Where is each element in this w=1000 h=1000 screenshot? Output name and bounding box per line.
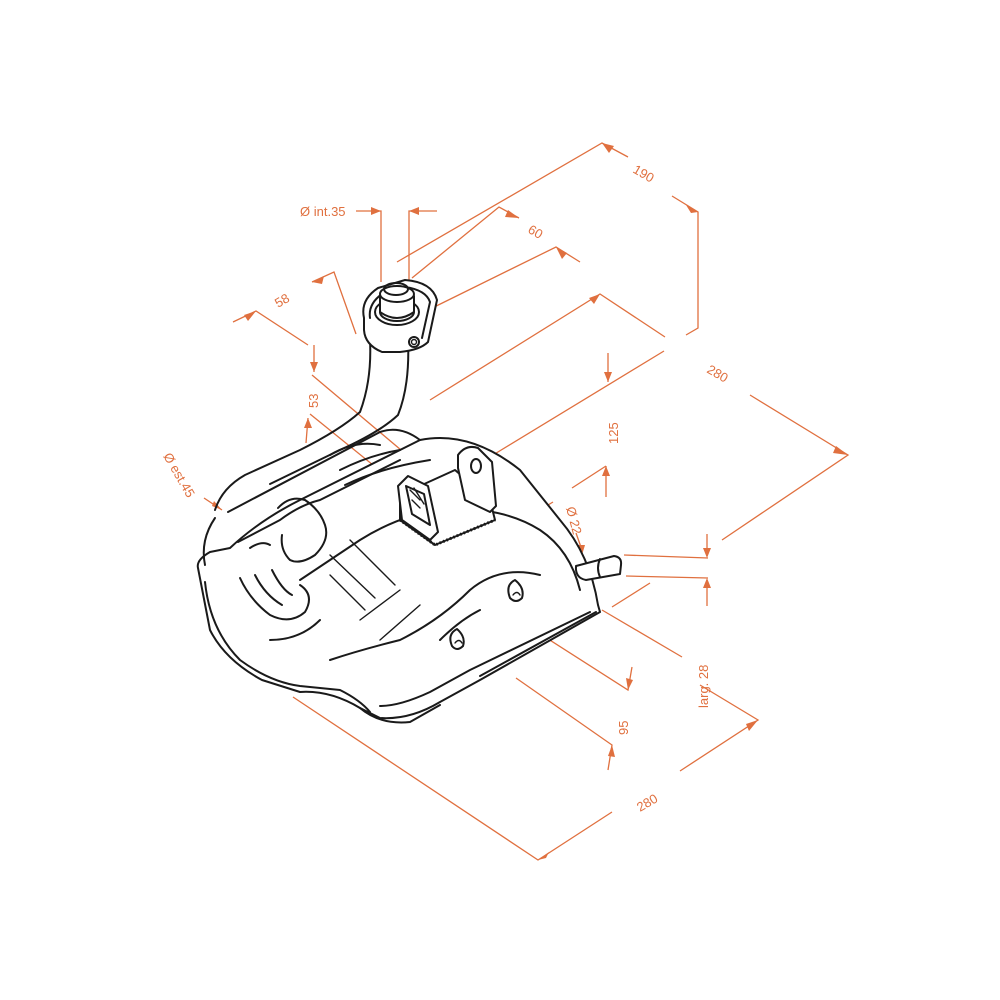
label-95: 95 — [616, 721, 631, 735]
tailpipe — [574, 555, 623, 581]
label-280-top: 280 — [705, 362, 731, 386]
label-inlet-diameter: Ø int.35 — [300, 204, 346, 219]
label-53: 53 — [306, 394, 321, 408]
label-pipe-diameter: Ø est.45 — [160, 450, 198, 500]
label-190: 190 — [631, 162, 657, 186]
inlet-flange — [362, 279, 438, 353]
mounting-bracket — [397, 445, 497, 547]
label-tailpipe-width: larg. 28 — [696, 665, 711, 708]
label-125: 125 — [606, 422, 621, 444]
dimension-lines — [203, 142, 850, 861]
muffler-body — [196, 339, 601, 724]
label-58: 58 — [272, 290, 292, 310]
label-tailpipe-diameter: Ø 22 — [563, 505, 585, 536]
label-280-bottom: 280 — [634, 791, 660, 815]
label-60: 60 — [526, 222, 546, 242]
